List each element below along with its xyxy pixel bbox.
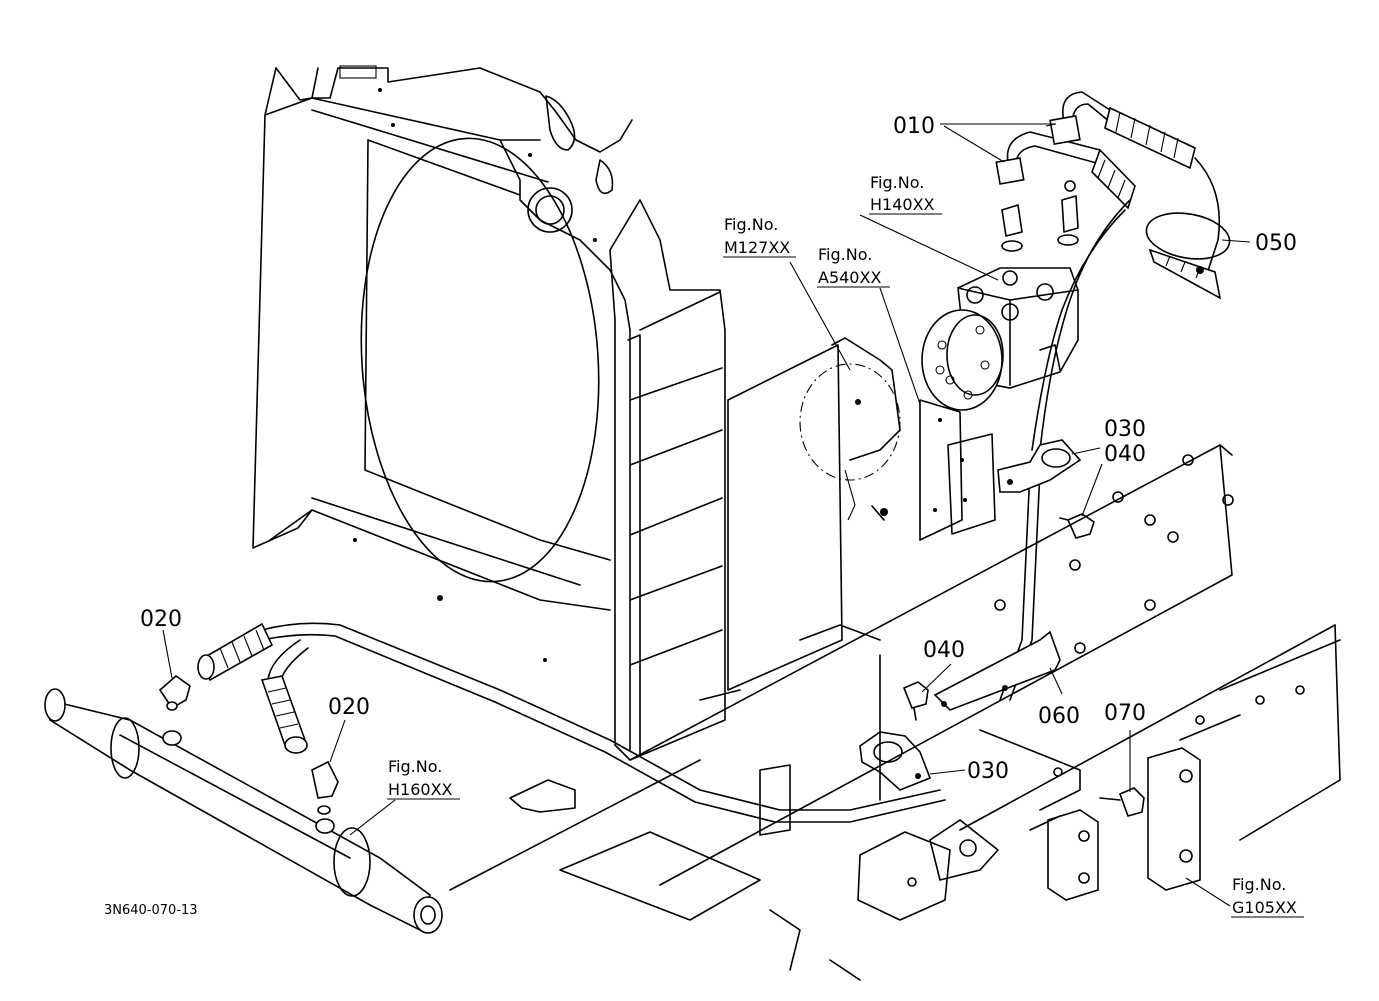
part-label-040-lower: 040 (923, 638, 965, 663)
part-labels: 010 050 030 040 040 060 070 030 020 020 (140, 114, 1297, 784)
fig-ref-h140-code: H140XX (870, 195, 935, 214)
fig-ref-m127[interactable]: Fig.No. M127XX (723, 215, 796, 258)
part-label-070: 070 (1104, 701, 1146, 726)
fig-ref-h160-prefix: Fig.No. (388, 757, 442, 776)
fig-ref-g105[interactable]: Fig.No. G105XX (1231, 875, 1304, 918)
hydraulic-cylinder (44, 674, 443, 934)
part-label-010: 010 (893, 114, 935, 139)
part-label-030-lower: 030 (967, 759, 1009, 784)
part-label-060: 060 (1038, 704, 1080, 729)
radiator-shroud (252, 65, 726, 761)
fig-ref-m127-prefix: Fig.No. (724, 215, 778, 234)
perforated-panel (727, 337, 901, 691)
fig-ref-a540-code: A540XX (818, 268, 881, 287)
fig-ref-h160-code: H160XX (388, 780, 453, 799)
band-clamp (1145, 212, 1231, 300)
mount-bracket (919, 399, 996, 541)
fig-ref-h160[interactable]: Fig.No. H160XX (387, 757, 460, 800)
steering-unit (921, 180, 1079, 411)
figure-references: Fig.No. H140XX Fig.No. M127XX Fig.No. A5… (387, 173, 1304, 918)
fig-ref-m127-code: M127XX (724, 238, 790, 257)
hose-clamps (859, 439, 1145, 817)
part-label-030-upper: 030 (1104, 417, 1146, 442)
fig-ref-a540-prefix: Fig.No. (818, 245, 872, 264)
leader-lines (162, 123, 1251, 907)
drawing-code: 3N640-070-13 (104, 903, 198, 918)
fig-ref-h140[interactable]: Fig.No. H140XX (869, 173, 942, 215)
part-label-040-upper: 040 (1104, 442, 1146, 467)
fig-ref-a540[interactable]: Fig.No. A540XX (817, 245, 890, 288)
part-label-020-left: 020 (140, 607, 182, 632)
fig-ref-h140-prefix: Fig.No. (870, 173, 924, 192)
fig-ref-g105-code: G105XX (1232, 898, 1297, 917)
tractor-frame (449, 444, 1341, 981)
part-label-050: 050 (1255, 231, 1297, 256)
mounting-strap (933, 630, 1061, 711)
hydraulic-hoses (197, 91, 1221, 823)
fig-ref-g105-prefix: Fig.No. (1232, 875, 1286, 894)
part-label-020-right: 020 (328, 695, 370, 720)
